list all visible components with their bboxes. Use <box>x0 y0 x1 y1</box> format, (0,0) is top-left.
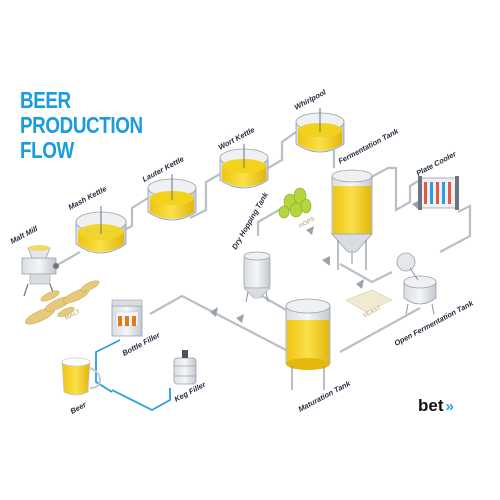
malt-grain-pile <box>25 280 100 325</box>
hops-cluster <box>278 187 312 219</box>
title-line-2: PRODUCTION <box>20 112 143 138</box>
label-mash-kettle: Mash Kettle <box>67 184 108 212</box>
pipe-ferm-to-open <box>339 263 393 284</box>
label-malt-mill: Malt Mill <box>9 224 40 246</box>
label-beer: Beer <box>69 399 89 415</box>
label-fermentation-tank: Fermentation Tank <box>337 126 401 166</box>
malt-mill <box>21 245 59 297</box>
wort-kettle <box>219 144 269 189</box>
fermentation-tank <box>331 169 373 270</box>
arrow-8 <box>322 256 330 266</box>
brand-name: bet <box>418 396 444 415</box>
lauter-kettle <box>147 174 197 221</box>
brand-logo: bet» <box>418 396 454 416</box>
label-dry-hopping-tank: Dry Hopping Tank <box>230 190 270 251</box>
label-maturation-tank: Maturation Tank <box>297 378 353 413</box>
arrow-6 <box>236 314 244 323</box>
pipe-dryhop-to-maturation <box>261 295 287 311</box>
mash-kettle <box>75 206 127 254</box>
beer-glass <box>61 357 102 396</box>
pipe-lauter-to-wort <box>189 173 221 219</box>
bottle-filler <box>111 299 143 337</box>
pipe-cooler-return <box>439 204 472 253</box>
pipe-fermentation-to-cooler <box>365 166 421 212</box>
title-line-1: BEER <box>20 87 71 113</box>
pipe-bottle-to-beer <box>95 339 121 393</box>
pipe-open-to-maturation <box>339 307 421 353</box>
whirlpool <box>295 108 345 153</box>
dry-hopping-tank <box>243 251 271 303</box>
yeast-pile <box>345 289 393 313</box>
open-fermentation-tank <box>396 252 437 315</box>
maturation-tank <box>285 298 331 390</box>
arrow-7 <box>210 307 218 317</box>
label-plate-cooler: Plate Cooler <box>415 149 459 178</box>
pipe-keg-to-beer <box>111 388 171 412</box>
pipe-maturation-to-left <box>149 294 287 351</box>
arrow-9 <box>306 226 314 235</box>
label-wort-kettle: Wort Kettle <box>217 125 256 152</box>
arrow-5 <box>356 279 364 289</box>
diagram-title: BEER PRODUCTION FLOW <box>20 88 170 163</box>
brand-arrow-icon: » <box>445 398 454 415</box>
label-open-fermentation-tank: Open Fermentation Tank <box>393 298 476 348</box>
label-whirlpool: Whirlpool <box>293 87 329 112</box>
pipe-wort-to-whirlpool <box>267 131 297 169</box>
keg-filler <box>173 350 197 385</box>
plate-cooler <box>418 176 459 210</box>
blue-pipes <box>95 339 171 412</box>
title-line-3: FLOW <box>20 137 74 163</box>
